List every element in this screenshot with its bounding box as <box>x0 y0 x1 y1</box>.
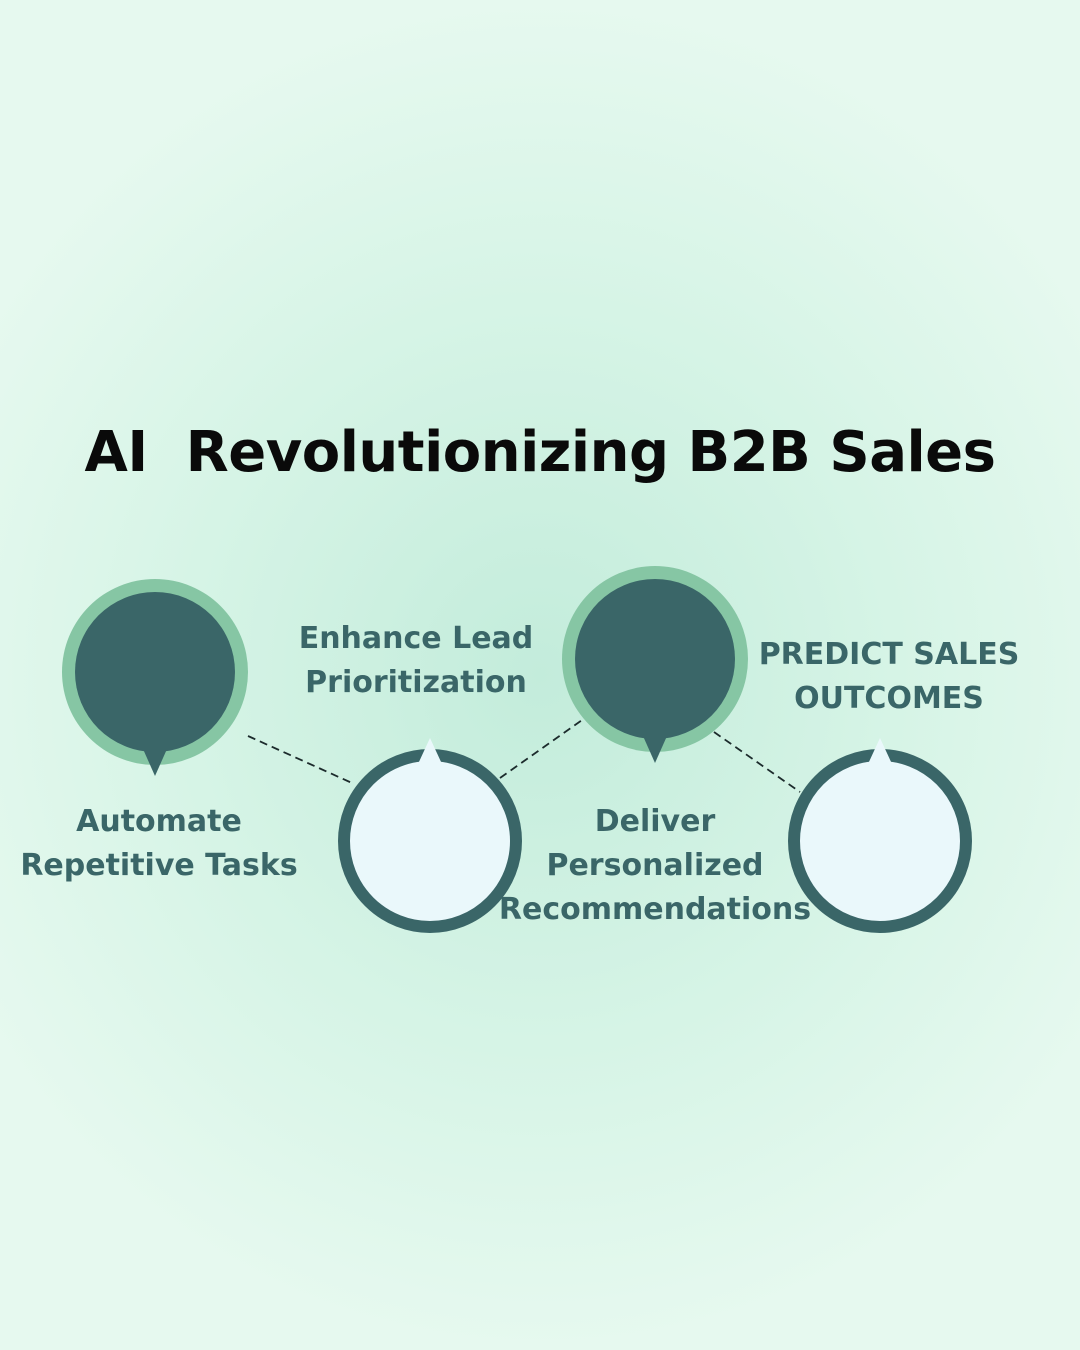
connector-line-1 <box>247 735 353 784</box>
step-2-ring-marker <box>338 738 522 933</box>
step-3-label-line-1: Deliver <box>594 804 716 839</box>
step-3-label-line-3: Recommendations <box>498 892 812 927</box>
step-1-label-line-2: Repetitive Tasks <box>20 848 298 883</box>
step-3-label: Deliver Personalized Recommendations <box>490 800 820 932</box>
step-2-label-line-2: Prioritization <box>305 665 527 700</box>
connector-line-2 <box>499 717 586 779</box>
step-1-label-line-1: Automate <box>76 804 242 839</box>
connector-line-3 <box>713 731 801 793</box>
step-4-ring-marker <box>788 738 972 933</box>
step-1-pin-marker <box>62 579 248 776</box>
step-2-label: Enhance Lead Prioritization <box>281 617 551 705</box>
step-4-label-line-2: OUTCOMES <box>794 681 984 716</box>
step-2-label-line-1: Enhance Lead <box>298 621 534 656</box>
step-3-label-line-2: Personalized <box>546 848 764 883</box>
page-title: AI Revolutionizing B2B Sales <box>84 420 996 485</box>
step-1-label: Automate Repetitive Tasks <box>0 800 318 888</box>
step-3-pin-marker <box>562 566 748 763</box>
step-4-label: PREDICT SALES OUTCOMES <box>750 633 1028 721</box>
step-4-label-line-1: PREDICT SALES <box>758 637 1020 672</box>
